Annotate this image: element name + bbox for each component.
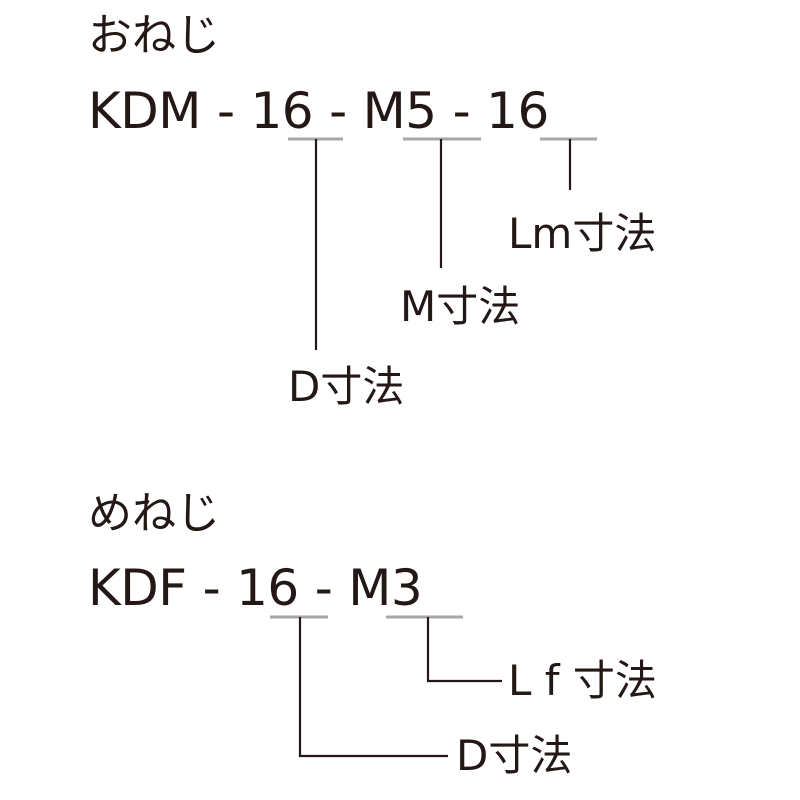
male-d-dimension-label: D寸法 [288, 362, 405, 411]
male-thread-title: おねじ [88, 10, 220, 61]
female-code-separator-2: - [314, 559, 333, 617]
male-code-m: M5 [362, 82, 437, 140]
female-lf-dimension-label: L f 寸法 [508, 656, 657, 705]
female-thread-code: KDF-16-M3 [88, 559, 423, 617]
male-thread-code: KDM-16-M5-16 [88, 86, 549, 136]
male-code-prefix: KDM [88, 82, 201, 140]
male-code-separator-3: - [452, 82, 471, 140]
female-code-d: 16 [236, 559, 299, 617]
male-m-dimension-label: M寸法 [400, 282, 521, 331]
leader-female-lf [426, 617, 502, 683]
leader-female-d [298, 617, 448, 758]
male-code-d: 16 [250, 82, 314, 140]
male-code-separator-1: - [216, 82, 235, 140]
male-lm-dimension-label: Lm寸法 [508, 209, 657, 258]
female-code-separator-1: - [202, 559, 221, 617]
female-thread-title: めねじ [88, 488, 220, 539]
female-code-m: M3 [348, 559, 423, 617]
male-code-lm: 16 [486, 82, 549, 140]
female-d-dimension-label: D寸法 [456, 731, 573, 780]
female-code-prefix: KDF [88, 559, 187, 617]
male-code-separator-2: - [329, 82, 347, 140]
